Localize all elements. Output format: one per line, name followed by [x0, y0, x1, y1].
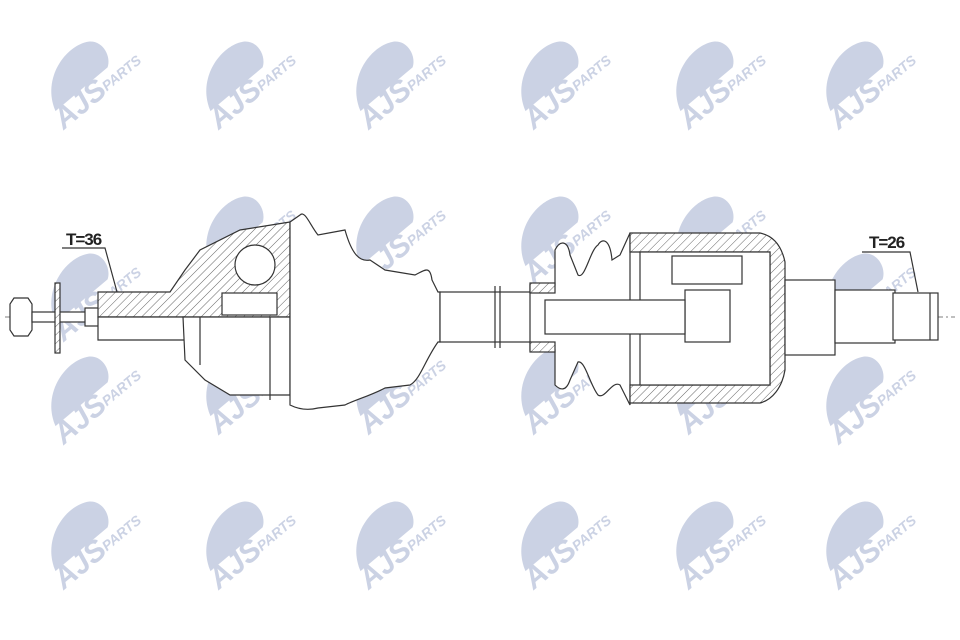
outer-cv-joint [84, 221, 291, 400]
stub-shaft [784, 279, 939, 356]
right-leader-line [862, 251, 919, 293]
left-leader-line [62, 247, 118, 293]
right-teeth-label: T=26 [869, 233, 905, 252]
outer-boot [289, 213, 441, 410]
tripod-housing [544, 232, 786, 404]
washer [54, 282, 61, 354]
left-teeth-label: T=36 [66, 230, 102, 249]
main-shaft [439, 291, 546, 343]
